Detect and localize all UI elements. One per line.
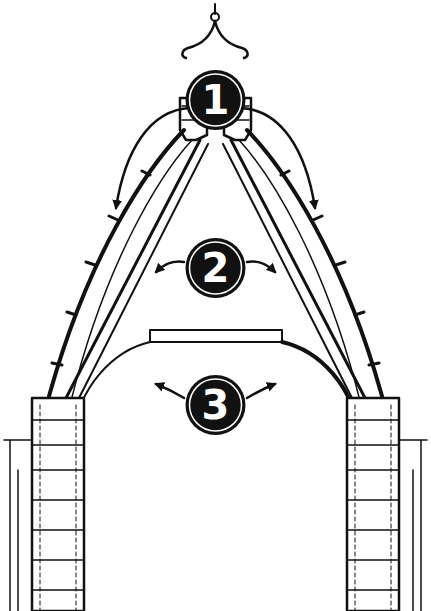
callout-number: 2 [186,242,246,294]
callout-number: 3 [186,379,246,431]
callout-number: 1 [186,74,246,126]
